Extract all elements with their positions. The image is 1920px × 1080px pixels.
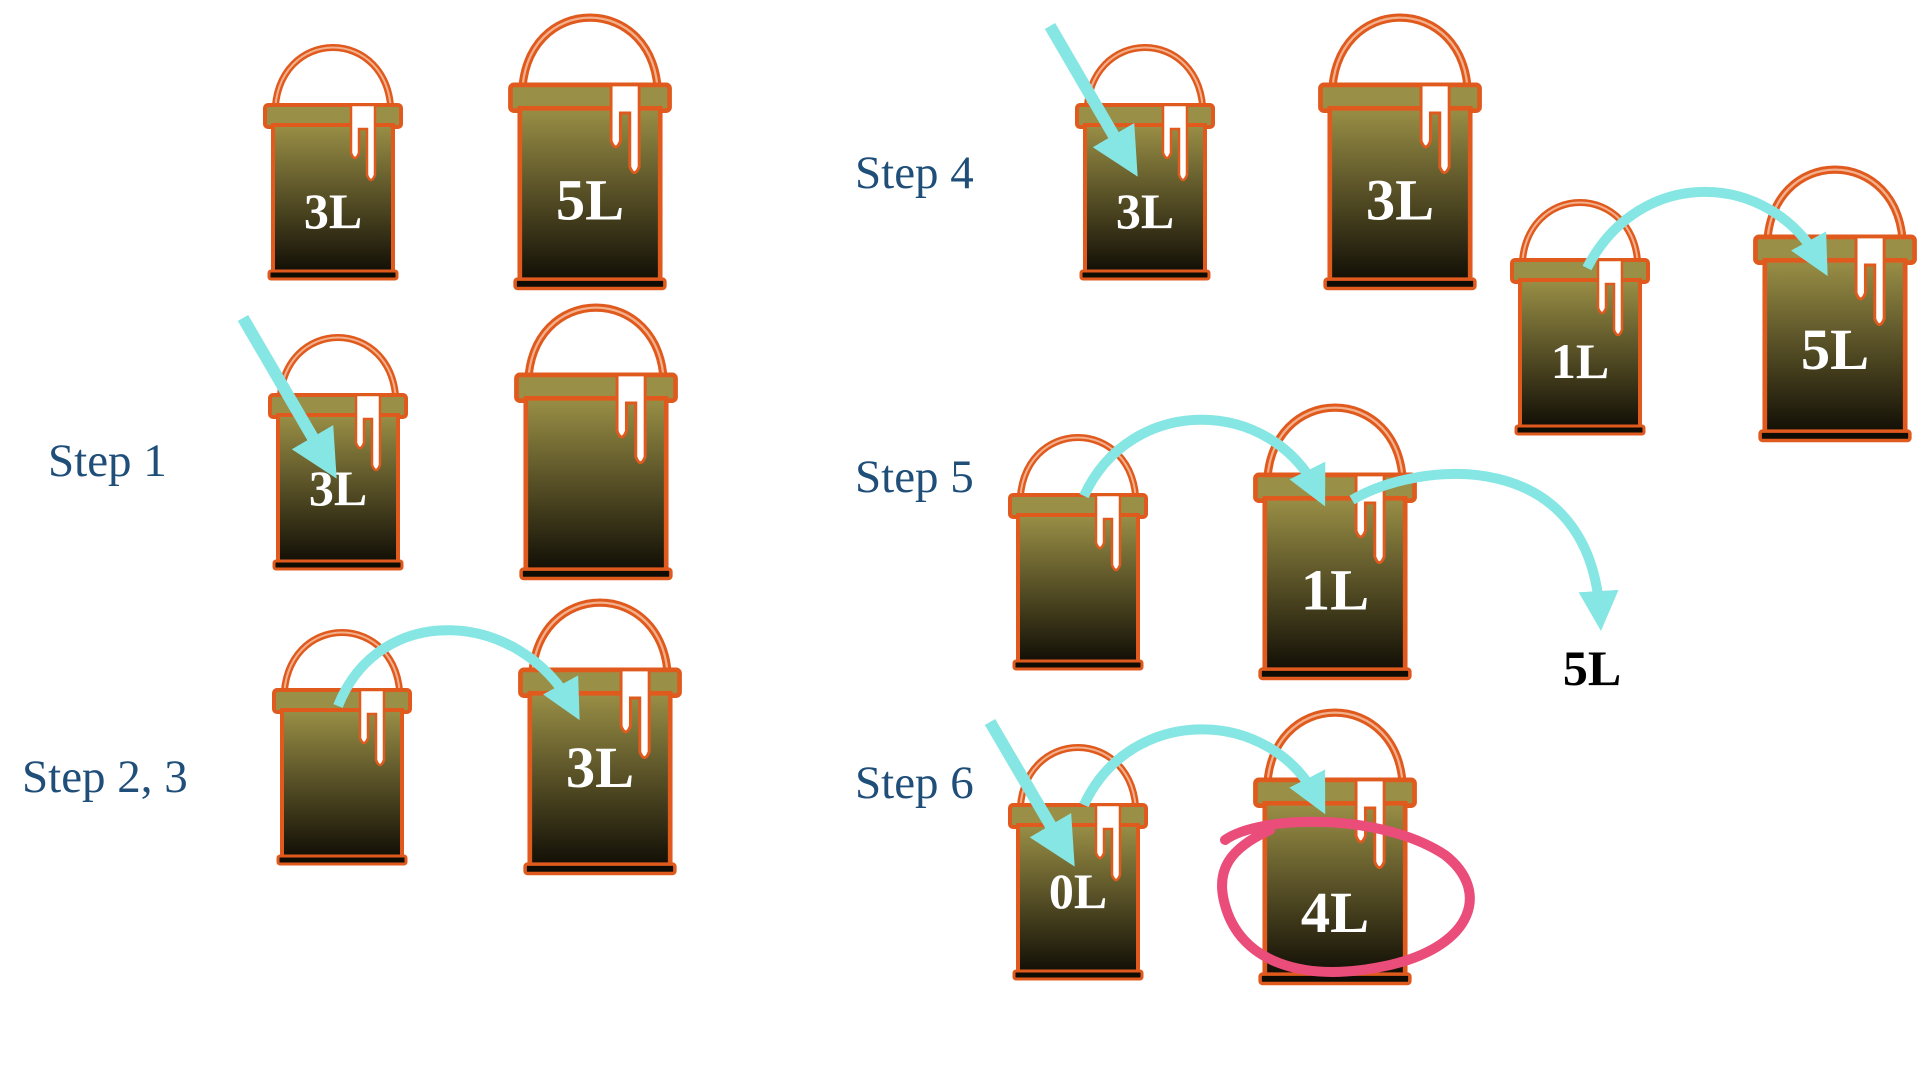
bucket-label: 5L — [556, 167, 624, 232]
bucket-label: 3L — [304, 183, 362, 239]
step23-label: Step 2, 3 — [22, 751, 188, 803]
bucket-label: 3L — [309, 460, 367, 516]
paint-bucket-icon — [265, 48, 401, 280]
empty-arrow-icon — [1349, 469, 1619, 631]
fill-arrow-icon — [984, 718, 1075, 867]
paint-bucket-icon — [1512, 203, 1648, 435]
bucket-label: 3L — [1366, 167, 1434, 232]
step23-bucket-5l: 3L — [520, 603, 679, 874]
step5-target-label: 5L — [1563, 640, 1621, 696]
bucket-label: 1L — [1301, 557, 1369, 622]
paint-bucket-icon — [1077, 48, 1213, 280]
fill-arrow-icon — [237, 314, 337, 479]
bucket-label: 3L — [1116, 183, 1174, 239]
pour-arrow-icon — [333, 625, 580, 721]
fill-arrow-icon — [1044, 22, 1138, 177]
pour-arrow-icon — [1079, 414, 1326, 507]
pour-arrow-icon — [1582, 187, 1828, 277]
paint-bucket-icon — [516, 308, 675, 579]
pour-arrow-icon — [1079, 724, 1326, 815]
paint-bucket-icon — [274, 633, 410, 865]
step23-bucket-3l — [274, 633, 410, 865]
step4-label: Step 4 — [855, 147, 974, 199]
step4-bucket-5l: 3L — [1320, 18, 1479, 289]
step5-label: Step 5 — [855, 451, 974, 503]
paint-bucket-icon — [1010, 438, 1146, 670]
step6-bucket-3l: 0L — [1010, 748, 1146, 980]
step6-label: Step 6 — [855, 757, 974, 809]
paint-bucket-icon — [510, 18, 669, 289]
initial-bucket-3l: 3L — [265, 48, 401, 280]
step4-bucket-3l: 3L — [1077, 48, 1213, 280]
step1-bucket-5l — [516, 308, 675, 579]
paint-bucket-icon — [1320, 18, 1479, 289]
step1-label: Step 1 — [48, 435, 167, 487]
step6-bucket-5l: 4L — [1255, 713, 1414, 984]
step5-bucket-3l — [1010, 438, 1146, 670]
bucket-label: 5L — [1801, 317, 1869, 382]
bucket-label: 0L — [1049, 863, 1107, 919]
step4-bucket-1l: 1L — [1512, 203, 1648, 435]
bucket-label: 4L — [1301, 880, 1369, 945]
initial-bucket-5l: 5L — [510, 18, 669, 289]
bucket-label: 3L — [566, 735, 634, 800]
step1-bucket-3l: 3L — [270, 338, 406, 570]
step4-bucket-5l-target: 5L — [1755, 170, 1914, 441]
circle-highlight — [1217, 816, 1475, 977]
paint-bucket-icon — [270, 338, 406, 570]
step5-bucket-5l: 1L — [1255, 408, 1414, 679]
bucket-label: 1L — [1551, 333, 1609, 389]
